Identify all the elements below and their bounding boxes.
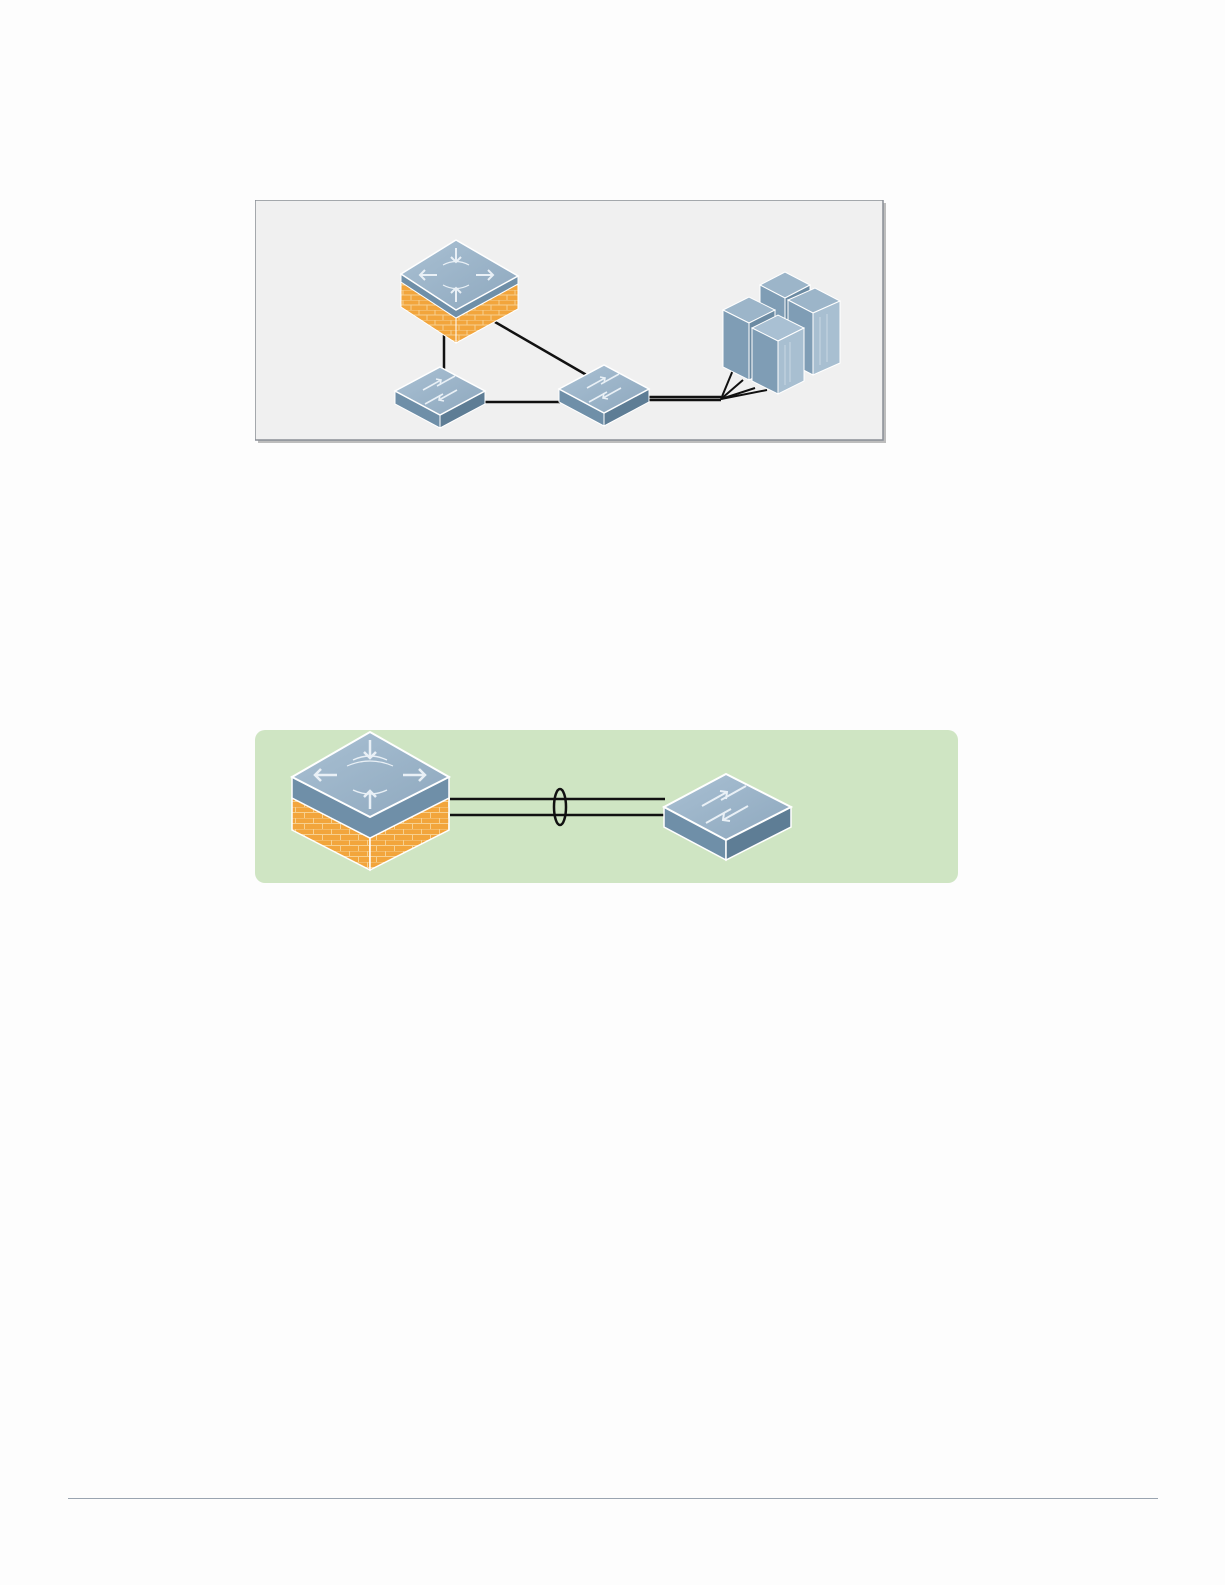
network-diagram-1 [255, 200, 887, 444]
network-diagram-2 [255, 730, 958, 883]
footer-rule [68, 1498, 1158, 1499]
